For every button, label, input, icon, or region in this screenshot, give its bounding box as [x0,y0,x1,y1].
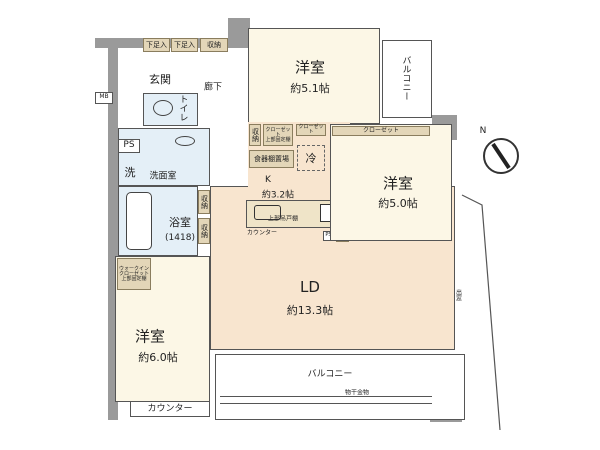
hallway-label: 廊下 [203,82,223,93]
ld-area: 約13.3帖 [286,304,334,317]
western-room-1-area: 約5.1帖 [290,82,330,95]
bath-storage-2[interactable]: 収納 [198,218,210,244]
label: 食器棚置場 [254,154,289,163]
ld-name: LD [300,278,320,296]
shoe-storage-2[interactable]: 下足入 [171,38,198,52]
western-room-3-name: 洋室 [134,327,166,346]
bay-window-label: 出窓 [454,289,462,301]
label: クローゼット [362,127,399,134]
ps-box-1: PS [118,139,140,153]
toilet-icon [153,100,173,116]
entrance-storage[interactable]: 収納 [200,38,228,52]
walkin-closet[interactable]: ウォークインクローゼット上部固定棚 [117,258,151,290]
sink-basin-icon [254,205,281,220]
label: クローゼット [265,126,291,138]
wall-column [228,18,250,48]
entrance-label: 玄関 [149,73,171,86]
kitchen-name: K [265,175,271,185]
balcony-bottom[interactable] [215,354,465,420]
washroom[interactable] [118,128,210,186]
balcony-railing [220,396,432,404]
compass-icon [483,138,519,174]
closet-b[interactable]: クローゼット [296,124,326,136]
counter-bottom[interactable]: カウンター [130,401,210,417]
upper-label: 上部固定棚 [265,136,291,143]
sink-icon [175,136,195,146]
western-room-2[interactable] [330,124,452,241]
upper-cabinet-label: 上部吊戸棚 [267,215,299,223]
bathroom-size: (1418) [165,233,195,243]
balcony-top[interactable] [382,40,432,118]
label: 収納 [207,40,221,49]
upper-label: 上部固定棚 [121,275,147,282]
balcony-top-label: バルコニー [400,55,411,101]
dish-shelf[interactable]: 食器棚置場 [249,150,294,168]
washer-label: 洗 [124,166,136,179]
label: カウンター [147,404,193,414]
label: ウォークインクローゼット [118,265,149,277]
label: 収納 [251,128,260,142]
western-room-3-area: 約6.0帖 [138,351,178,364]
kitchen-counter-label: カウンター [246,229,278,237]
shoe-storage-1[interactable]: 下足入 [143,38,170,52]
label: 下足入 [174,40,195,49]
mb-box: MB [95,92,113,104]
western-room-1[interactable] [248,28,380,124]
washroom-label: 洗面室 [149,171,177,182]
closet-c[interactable]: クローゼット [332,126,430,136]
label: 冷 [305,152,317,165]
fridge-space[interactable]: 冷 [297,145,325,171]
toilet-label: トイレ [177,94,188,122]
western-room-2-name: 洋室 [382,174,414,193]
kitchen-storage-top[interactable]: 収納 [249,124,261,146]
bathroom-label: 浴室 [169,216,191,229]
wall-left [108,48,118,420]
balcony-bottom-label: バルコニー [307,369,353,380]
closet-a[interactable]: クローゼット上部固定棚 [263,124,293,146]
ps-label: PS [325,232,332,238]
ps-label: PS [123,140,135,150]
bathtub-icon [126,192,152,250]
label: 収納 [200,195,209,209]
drying-hardware-label: 物干金物 [344,389,370,397]
kitchen-area: 約3.2帖 [261,190,295,201]
label: 下足入 [146,40,167,49]
label: 収納 [200,224,209,238]
mb-label: MB [99,93,109,100]
western-room-2-area: 約5.0帖 [378,197,418,210]
compass-north-label: N [479,126,487,136]
label: クローゼット [298,124,324,135]
western-room-1-name: 洋室 [294,58,326,77]
bath-storage-1[interactable]: 収納 [198,190,210,214]
